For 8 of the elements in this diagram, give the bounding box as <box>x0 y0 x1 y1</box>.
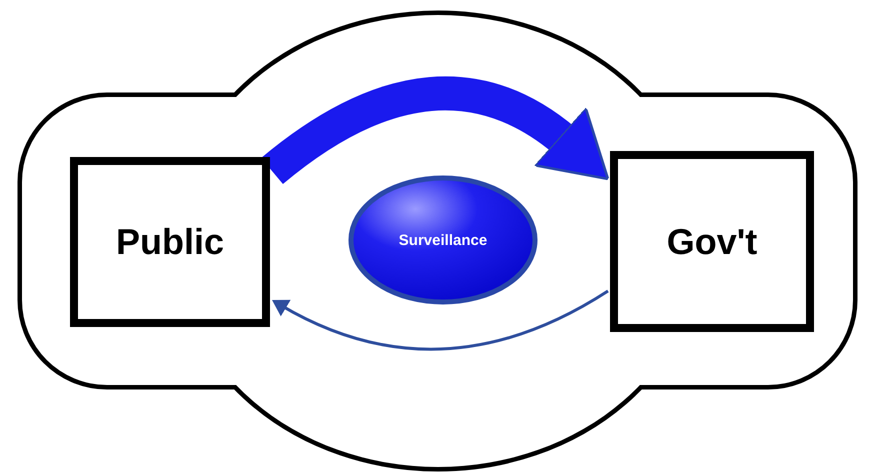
square-box <box>610 151 814 332</box>
node-label: Public <box>116 221 224 263</box>
ellipse-node <box>348 175 538 305</box>
square-box <box>70 157 270 327</box>
arrow <box>272 290 609 350</box>
node-label: Gov't <box>666 220 758 262</box>
arrow <box>262 76 612 184</box>
node-label: Surveillance <box>398 232 488 248</box>
